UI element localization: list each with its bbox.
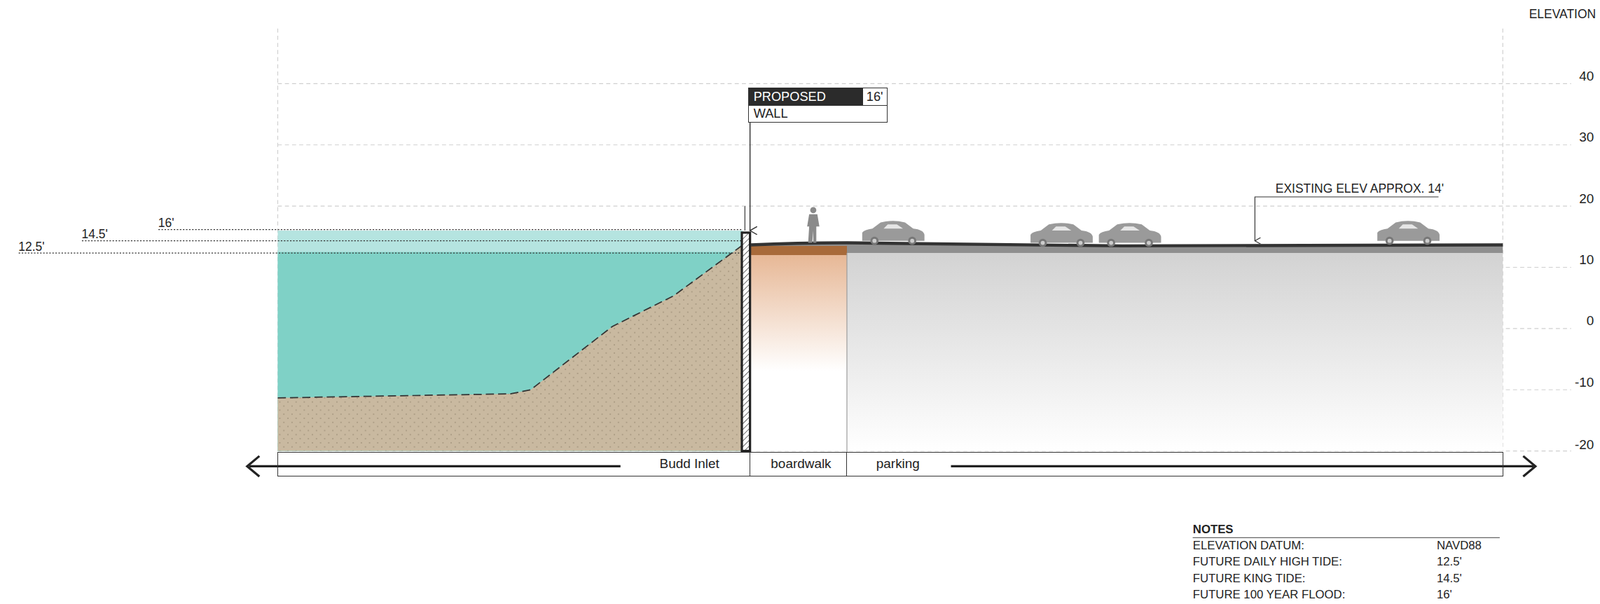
elevation-tick: 40 [1578,69,1594,85]
callout-label: EXISTING ELEV APPROX. 14' [1275,182,1444,196]
level-label: 16' [158,216,175,230]
zone-name: parking [873,456,923,472]
note-key: ELEVATION DATUM: [1192,539,1305,553]
note-value: 16' [1436,588,1453,602]
zone-name: Budd Inlet [657,456,723,472]
level-label: 14.5' [81,227,108,241]
elevation-tick: -20 [1574,437,1594,453]
note-key: FUTURE 100 YEAR FLOOD: [1192,588,1346,602]
elevation-tick: 10 [1578,252,1594,268]
note-value: 14.5' [1436,572,1462,585]
wall-callout-box: PROPOSED 16' WALL [748,87,888,123]
axis-title: ELEVATION [1529,7,1596,22]
note-key: FUTURE DAILY HIGH TIDE: [1192,555,1343,569]
callout-row-rule [748,105,887,106]
zone-band: boardwalk [750,451,847,477]
callout-text: PROPOSED [753,89,826,104]
elevation-tick: 30 [1578,130,1594,146]
callout-text: WALL [753,106,789,121]
height-value: 16' [866,89,884,104]
level-label: 12.5' [18,240,45,254]
zone-band: Budd Inlet [277,451,750,477]
elevation-tick: 20 [1578,191,1594,207]
elevation-tick: -10 [1574,375,1594,391]
zone-band: parking [846,451,1504,477]
zone-name: boardwalk [767,456,834,472]
notes-heading: NOTES [1192,523,1234,536]
note-key: FUTURE KING TIDE: [1192,572,1306,585]
note-value: NAVD88 [1436,539,1482,553]
elevation-tick: 0 [1586,313,1595,329]
note-value: 12.5' [1436,555,1462,569]
